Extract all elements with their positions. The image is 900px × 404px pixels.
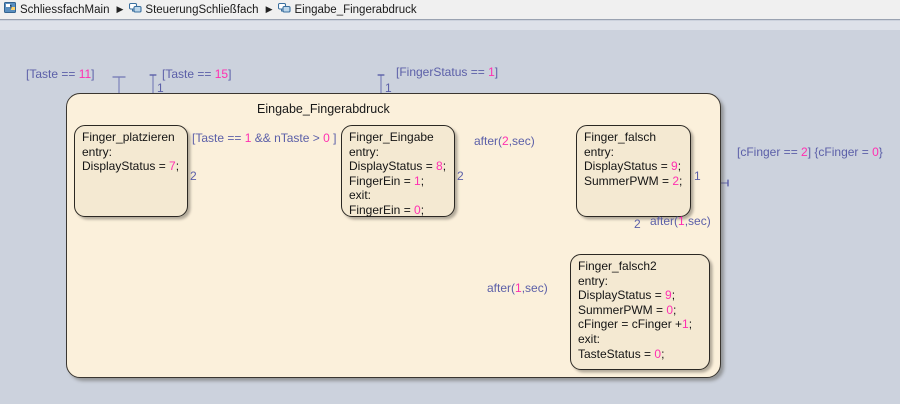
transition-order-label: 1	[157, 81, 164, 95]
state-entry-keyword: entry:	[578, 273, 609, 288]
stateflow-chart-icon	[278, 1, 292, 19]
transition-order-label: 1	[694, 169, 701, 183]
transition-label-taste-1-ntaste[interactable]: [Taste == 1 && nTaste > 0 ]	[192, 131, 337, 145]
state-name: Finger_Eingabe	[349, 130, 434, 144]
breadcrumb-item-schliessfachmain[interactable]: SchliessfachMain	[4, 0, 109, 19]
superstate-title: Eingabe_Fingerabdruck	[257, 102, 390, 116]
state-exit-keyword: exit:	[578, 331, 601, 346]
breadcrumb-item-label: SteuerungSchließfach	[145, 3, 259, 16]
state-action: FingerEin = 1;	[349, 173, 425, 188]
state-name: Finger_falsch	[584, 130, 657, 144]
state-entry-keyword: entry:	[584, 144, 615, 159]
state-finger-falsch2[interactable]: Finger_falsch2 entry: DisplayStatus = 9;…	[570, 254, 710, 370]
transition-label-after-2-sec[interactable]: after(2,sec)	[474, 134, 535, 148]
breadcrumb-separator: ▶	[265, 4, 273, 14]
state-entry-keyword: entry:	[349, 144, 380, 159]
breadcrumb-item-eingabe-fingerabdruck[interactable]: Eingabe_Fingerabdruck	[278, 0, 417, 19]
state-finger-platzieren[interactable]: Finger_platzieren entry: DisplayStatus =…	[74, 125, 188, 217]
transition-order-label: 1	[385, 81, 392, 95]
state-name: Finger_platzieren	[82, 130, 175, 144]
state-action: TasteStatus = 0;	[578, 346, 665, 361]
state-finger-eingabe[interactable]: Finger_Eingabe entry: DisplayStatus = 8;…	[341, 125, 455, 217]
breadcrumb-item-steuerungschliessfach[interactable]: SteuerungSchließfach	[129, 0, 259, 19]
breadcrumb-item-label: Eingabe_Fingerabdruck	[294, 3, 417, 16]
diagram-canvas[interactable]: Eingabe_Fingerabdruck Finger_platzieren …	[0, 30, 900, 404]
transition-label-taste-15[interactable]: [Taste == 15]	[162, 67, 232, 81]
transition-label-after-1-sec-return[interactable]: after(1,sec)	[487, 281, 548, 295]
stateflow-chart-icon	[129, 1, 142, 19]
transition-label-fingerstatus-1[interactable]: [FingerStatus == 1]	[396, 65, 499, 79]
transition-label-after-1-sec-right[interactable]: after(1,sec)	[650, 214, 711, 228]
transition-order-label: 2	[457, 169, 464, 183]
state-action: FingerEin = 0;	[349, 202, 425, 217]
state-action: DisplayStatus = 9;	[578, 288, 676, 303]
simulink-model-icon	[4, 1, 17, 19]
state-action: DisplayStatus = 7;	[82, 159, 180, 174]
breadcrumb: SchliessfachMain ▶ SteuerungSchließfach …	[0, 0, 900, 20]
state-action: SummerPWM = 2;	[584, 173, 683, 188]
state-action: DisplayStatus = 8;	[349, 159, 447, 174]
state-name: Finger_falsch2	[578, 259, 657, 273]
state-finger-falsch[interactable]: Finger_falsch entry: DisplayStatus = 9; …	[576, 125, 691, 217]
transition-order-label: 2	[634, 217, 641, 231]
transition-label-cfinger-exit[interactable]: [cFinger == 2] {cFinger = 0}	[737, 145, 883, 159]
breadcrumb-item-label: SchliessfachMain	[20, 3, 110, 16]
state-action: SummerPWM = 0;	[578, 302, 677, 317]
state-entry-keyword: entry:	[82, 144, 113, 159]
state-action: cFinger = cFinger +1;	[578, 317, 693, 332]
transition-label-taste-11[interactable]: [Taste == 11]	[26, 67, 95, 81]
breadcrumb-separator: ▶	[116, 4, 124, 14]
state-exit-keyword: exit:	[349, 188, 372, 203]
transition-order-label: 2	[190, 169, 197, 183]
toolbar-strip	[0, 21, 900, 30]
state-action: DisplayStatus = 9;	[584, 159, 682, 174]
